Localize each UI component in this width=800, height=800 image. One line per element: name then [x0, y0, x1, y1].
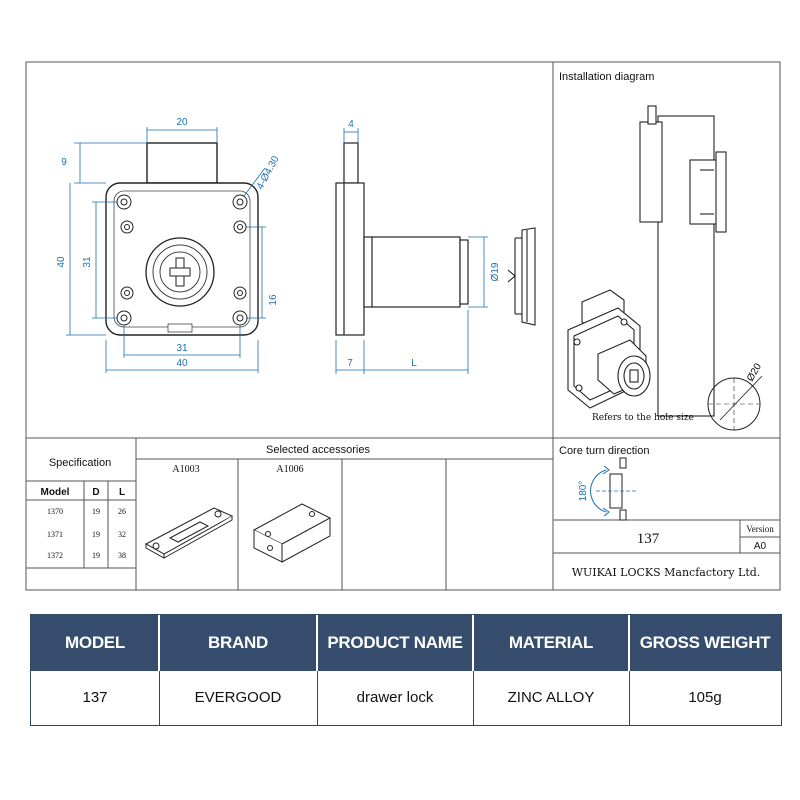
titleblock-version-label: Version [746, 524, 774, 534]
titleblock-company: WUIKAI LOCKS Mancfactory Ltd. [572, 566, 761, 579]
spec-header-l: L [119, 487, 125, 498]
core-turn-diagram [590, 457, 636, 521]
spec-cell: 1370 [47, 507, 63, 516]
hole-note: Refers to the hole size [592, 413, 694, 423]
accessory-a1003-image [144, 507, 234, 559]
accessory-a1003-label: A1003 [172, 464, 199, 475]
cell-divider [629, 671, 630, 725]
side-dimensions [335, 128, 488, 374]
front-dimensions [66, 127, 266, 373]
installation-drawing [567, 105, 727, 417]
titleblock-version: A0 [754, 541, 767, 552]
product-table: MODEL BRAND PRODUCT NAME MATERIAL GROSS … [30, 614, 782, 726]
spec-cell: 32 [118, 530, 126, 539]
header-divider [158, 615, 160, 671]
header-divider [472, 615, 474, 671]
spec-header-d: D [92, 487, 99, 498]
spec-cell: 19 [92, 507, 100, 516]
cell-divider [317, 671, 318, 725]
header-divider [316, 615, 318, 671]
front-view [105, 142, 259, 336]
value-product-name: drawer lock [356, 689, 434, 706]
spec-header-model: Model [41, 487, 70, 498]
value-material: ZINC ALLOY [507, 689, 595, 706]
core-turn-title: Core turn direction [559, 445, 650, 457]
header-brand: BRAND [208, 633, 268, 652]
header-divider [628, 615, 630, 671]
spec-rows: 1370 19 26 1371 19 32 1372 19 38 [47, 507, 126, 560]
side-view [335, 142, 469, 336]
dim-top-thickness: 4 [348, 119, 354, 130]
spec-cell: 1372 [47, 551, 63, 560]
spec-cell: 19 [92, 551, 100, 560]
dim-top-width: 20 [176, 117, 188, 128]
cell-divider [473, 671, 474, 725]
spec-cell: 38 [118, 551, 126, 560]
drawing-frame [25, 61, 781, 591]
spec-title: Specification [49, 457, 111, 469]
dim-length: L [411, 358, 417, 369]
header-product-name: PRODUCT NAME [327, 633, 463, 652]
dim-hole-spacing: 16 [268, 294, 279, 306]
dim-cylinder-dia: Ø19 [490, 262, 501, 281]
technical-drawing: 20 9 40 31 31 40 16 4-Ø4.30 4 7 L Ø19 In… [25, 61, 781, 591]
header-model: MODEL [65, 633, 125, 652]
product-table-header [31, 615, 781, 671]
titleblock-model: 137 [637, 531, 660, 547]
spec-cell: 1371 [47, 530, 63, 539]
core-turn-angle: 180° [578, 481, 589, 502]
value-model: 137 [82, 689, 108, 706]
value-gross-weight: 105g [688, 689, 722, 706]
cell-divider [159, 671, 160, 725]
dim-height-outer: 40 [56, 256, 67, 268]
installation-title: Installation diagram [559, 71, 654, 83]
hole-dia-label: Ø20 [745, 361, 764, 383]
spec-cell: 26 [118, 507, 126, 516]
accessories-title: Selected accessories [266, 444, 370, 456]
dim-inner-width: 31 [176, 343, 188, 354]
dim-outer-width: 40 [176, 358, 188, 369]
accessory-a1006-image [252, 503, 332, 563]
header-material: MATERIAL [508, 633, 594, 652]
accessory-a1006-label: A1006 [276, 464, 303, 475]
side-keycap [507, 227, 536, 326]
value-brand: EVERGOOD [194, 689, 282, 706]
dim-hole-callout: 4-Ø4.30 [255, 154, 282, 191]
dim-height-inner: 31 [82, 256, 93, 268]
spec-cell: 19 [92, 530, 100, 539]
header-gross-weight: GROSS WEIGHT [639, 633, 771, 652]
dim-top-height: 9 [61, 157, 67, 168]
dim-base-thickness: 7 [347, 358, 353, 369]
